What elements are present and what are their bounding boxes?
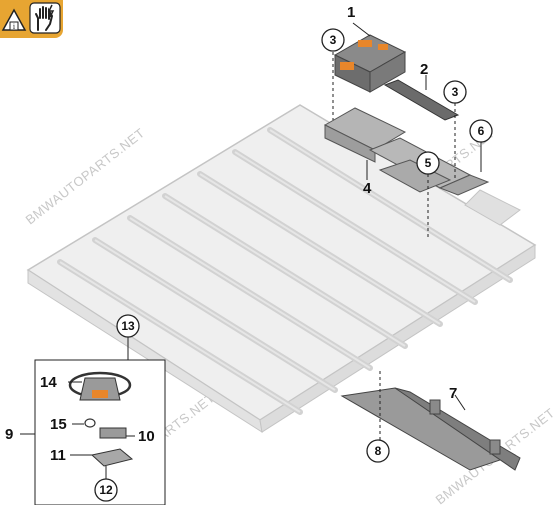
callout-3b: 3 [443,80,467,104]
part-2-cover-strip [383,79,460,121]
svg-text:12: 12 [99,483,113,497]
svg-text:5: 5 [425,156,432,170]
callout-4: 4 [363,180,372,197]
svg-text:6: 6 [478,124,485,138]
callout-10: 10 [138,428,155,445]
callout-15: 15 [50,416,67,433]
part-7-rail [340,387,521,471]
svg-text:i: i [13,22,16,31]
part-1-control-unit [333,34,407,93]
callout-9: 9 [5,426,13,443]
warning-badge: i [0,0,63,38]
callout-12: 12 [94,478,118,502]
warning-triangle-info-icon: i [1,8,27,31]
callout-8: 8 [366,439,390,463]
inset-group-9 [20,337,166,505]
svg-text:8: 8 [375,444,382,458]
callout-7: 7 [449,385,457,402]
part-11-connector [70,448,134,479]
callout-14: 14 [40,374,57,391]
callout-13: 13 [116,314,140,338]
callout-5: 5 [416,151,440,175]
callout-6: 6 [469,119,493,143]
part-10-connector [99,427,135,439]
svg-text:13: 13 [121,319,135,333]
part-15-ring [72,418,96,428]
hand-high-voltage-icon [29,2,61,34]
part-14-cable-connector [68,371,132,401]
callout-11: 11 [50,447,66,464]
callout-2: 2 [420,61,428,78]
leader-lines [332,22,482,440]
callout-1: 1 [347,4,355,21]
svg-text:3: 3 [330,33,337,47]
svg-text:3: 3 [452,85,459,99]
callout-3a: 3 [321,28,345,52]
